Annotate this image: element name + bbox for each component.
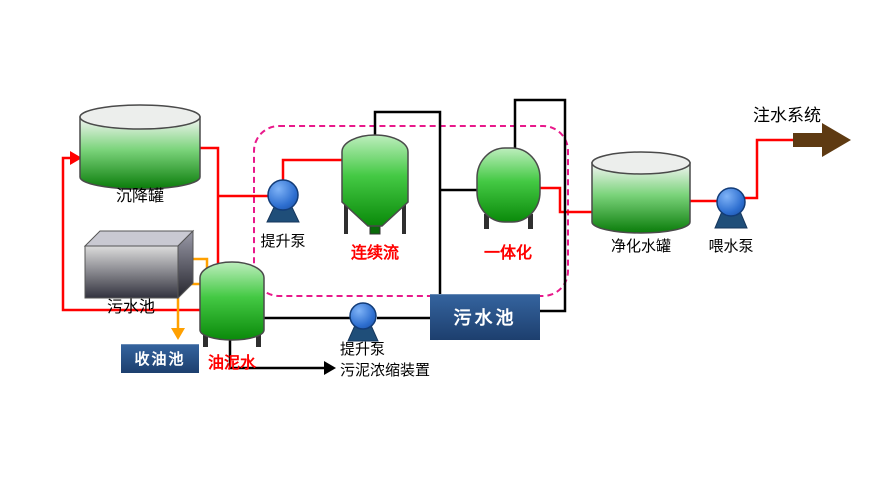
arrowhead-to-thickener bbox=[324, 361, 336, 375]
oily-tank-leg-left bbox=[203, 334, 208, 347]
integrated-tank-leg-left bbox=[484, 214, 489, 229]
oily-sludge-water-label: 油泥水 bbox=[207, 355, 256, 372]
sewage-pit-label: 污水池 bbox=[106, 299, 155, 316]
pipe-settling-to-oily-sludge-tank bbox=[200, 146, 220, 272]
continuous-tank-outlet-stub bbox=[369, 225, 381, 235]
oily-tank-body bbox=[199, 261, 265, 341]
pump2-casing bbox=[349, 302, 377, 330]
purified-water-tank-shape bbox=[591, 151, 691, 234]
lift-pump-1-label: 提升泵 bbox=[260, 233, 306, 250]
pipe-continuous-tank-overflow bbox=[373, 110, 442, 294]
sewage-pool-box: 污水池 bbox=[430, 294, 540, 340]
continuous-flow-label: 连续流 bbox=[350, 245, 399, 262]
continuous-tank-leg-right bbox=[402, 200, 406, 234]
pipe-recycle-to-settling-tank bbox=[61, 156, 200, 312]
purified-tank-body bbox=[591, 162, 691, 234]
continuous-tank-leg-left bbox=[344, 200, 348, 234]
pipe-integrated-to-purified-tank bbox=[540, 186, 594, 214]
settling-tank-lid bbox=[79, 104, 201, 130]
pump3-casing bbox=[716, 187, 746, 217]
water-injection-system-label: 注水系统 bbox=[753, 106, 821, 125]
purified-tank-lid bbox=[591, 151, 691, 175]
sewage-pit-shape bbox=[83, 229, 195, 300]
settling-tank-shape bbox=[79, 104, 201, 190]
pipes bbox=[61, 98, 793, 375]
pipe-feed-pump-to-injection bbox=[744, 138, 793, 200]
arrowhead-into-oil-pit bbox=[171, 328, 185, 340]
continuous-flow-tank-shape bbox=[341, 134, 409, 235]
injection-system-arrow bbox=[793, 123, 851, 157]
pipe-integrated-tank-overflow bbox=[513, 98, 567, 313]
settling-tank-label: 沉降罐 bbox=[115, 188, 164, 205]
feed-water-pump-shape bbox=[714, 187, 748, 229]
sewage-pool-label: 污水池 bbox=[453, 308, 517, 328]
pipe-pump-to-continuous-flow-tank bbox=[281, 158, 344, 182]
purified-water-tank-label: 净化水罐 bbox=[610, 238, 671, 255]
sludge-thickening-unit-label: 污泥浓缩装置 bbox=[340, 362, 431, 379]
oil-collection-pit-label: 收油池 bbox=[134, 351, 186, 368]
arrowhead-into-settling-tank bbox=[70, 151, 82, 165]
oily-tank-leg-right bbox=[256, 334, 261, 347]
oily-sludge-tank-shape bbox=[199, 261, 265, 347]
sewage-pit-front-face bbox=[84, 245, 179, 299]
oil-collection-pit-box: 收油池 bbox=[121, 344, 199, 373]
settling-tank-body bbox=[79, 116, 201, 190]
pump1-casing bbox=[267, 179, 299, 211]
lift-pump-1-shape bbox=[266, 179, 300, 223]
lift-pump-2-shape bbox=[347, 302, 379, 342]
integrated-unit-shape bbox=[476, 147, 541, 229]
lift-pump-2-label: 提升泵 bbox=[340, 341, 386, 358]
pipe-oily-tank-to-thickener bbox=[228, 338, 324, 370]
integrated-tank-body bbox=[476, 147, 541, 223]
integrated-tank-leg-right bbox=[528, 214, 533, 229]
integrated-unit-label: 一体化 bbox=[483, 245, 532, 262]
sewage-pit-top-face bbox=[83, 230, 195, 247]
feed-water-pump-label: 喂水泵 bbox=[708, 238, 754, 255]
continuous-tank-body bbox=[341, 134, 409, 227]
